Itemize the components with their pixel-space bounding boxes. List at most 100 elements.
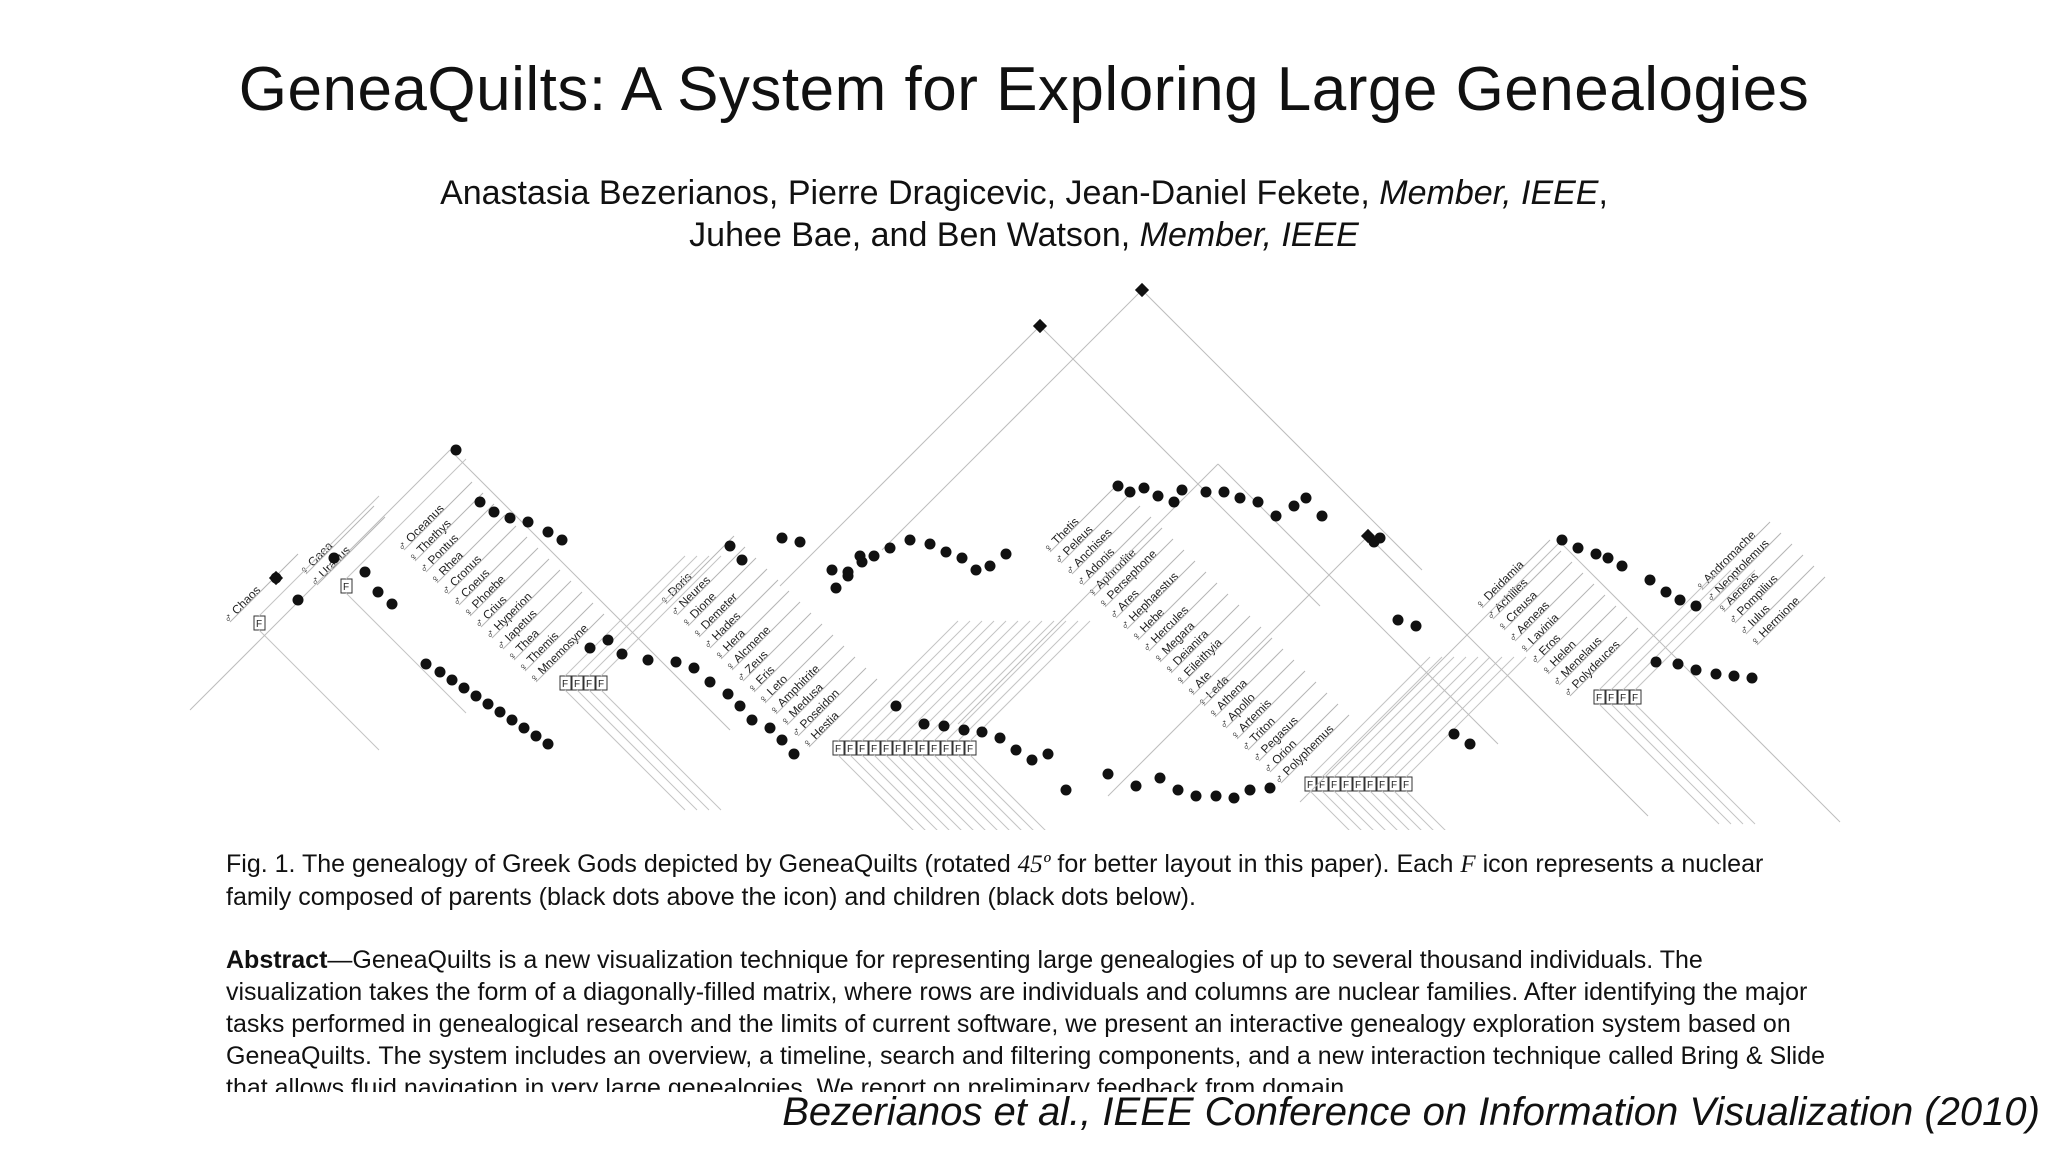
family-member-dot bbox=[722, 688, 734, 700]
envelope-line bbox=[1107, 535, 1369, 797]
family-column-line bbox=[1321, 656, 1443, 778]
family-column-line bbox=[861, 620, 983, 742]
family-icon-label: F bbox=[895, 744, 901, 755]
row-line bbox=[1214, 648, 1284, 718]
row-line bbox=[731, 601, 801, 671]
row-line bbox=[753, 623, 823, 693]
family-member-dot bbox=[1244, 784, 1256, 796]
family-member-dot bbox=[494, 706, 506, 718]
family-column-line bbox=[1345, 656, 1467, 778]
family-column-line bbox=[957, 620, 1079, 742]
family-member-dot bbox=[1746, 672, 1758, 684]
family-icon-label: F bbox=[847, 744, 853, 755]
family-member-dot bbox=[1000, 548, 1012, 560]
row-line bbox=[1734, 554, 1804, 624]
row-line bbox=[1701, 521, 1771, 591]
family-column-line bbox=[969, 620, 1091, 742]
family-member-dot bbox=[1210, 790, 1222, 802]
family-member-dot bbox=[984, 560, 996, 572]
row-line bbox=[491, 569, 561, 639]
family-column-line bbox=[258, 495, 380, 617]
family-column-line bbox=[1622, 569, 1744, 691]
family-column-line bbox=[897, 754, 1019, 876]
family-member-dot bbox=[602, 634, 614, 646]
family-column-line bbox=[1405, 656, 1527, 778]
family-icon-label: F bbox=[1403, 780, 1409, 791]
family-member-dot bbox=[704, 676, 716, 688]
family-member-dot bbox=[518, 722, 530, 734]
row-line bbox=[698, 568, 768, 638]
row-line bbox=[305, 505, 375, 575]
family-member-dot bbox=[584, 642, 596, 654]
row-line bbox=[1104, 538, 1174, 608]
row-line bbox=[1071, 505, 1141, 575]
envelope-line bbox=[1039, 325, 1321, 607]
row-line bbox=[480, 558, 550, 628]
caption-prefix: Fig. 1. The genealogy of Greek Gods depi… bbox=[226, 850, 1018, 878]
family-member-dot bbox=[1200, 486, 1212, 498]
family-column-line bbox=[1634, 703, 1756, 825]
family-icon-label: F bbox=[1379, 780, 1385, 791]
row-line bbox=[1525, 583, 1595, 653]
family-member-dot bbox=[522, 516, 534, 528]
family-member-dot bbox=[1556, 534, 1568, 546]
family-member-dot bbox=[1650, 656, 1662, 668]
family-column-line bbox=[849, 620, 971, 742]
family-member-dot bbox=[1168, 496, 1180, 508]
family-column-line bbox=[1610, 703, 1732, 825]
family-member-dot bbox=[1728, 670, 1740, 682]
family-member-dot bbox=[506, 714, 518, 726]
envelope-line bbox=[779, 325, 1041, 587]
family-member-dot bbox=[1672, 658, 1684, 670]
family-column-line bbox=[1357, 656, 1479, 778]
row-line bbox=[687, 557, 757, 627]
row-line bbox=[436, 514, 506, 584]
row-line bbox=[1536, 594, 1606, 664]
family-member-dot bbox=[556, 534, 568, 546]
family-member-dot bbox=[688, 662, 700, 674]
row-line bbox=[458, 536, 528, 606]
family-member-dot bbox=[1172, 784, 1184, 796]
family-column-line bbox=[1598, 703, 1720, 825]
family-icon-label: F bbox=[1355, 780, 1361, 791]
family-column-line bbox=[897, 620, 1019, 742]
row-line bbox=[1049, 483, 1119, 553]
family-member-dot bbox=[1234, 492, 1246, 504]
family-member-dot bbox=[420, 658, 432, 670]
family-member-dot bbox=[736, 554, 748, 566]
family-member-dot bbox=[1590, 548, 1602, 560]
family-member-dot bbox=[1252, 496, 1264, 508]
family-column-line bbox=[849, 754, 971, 876]
family-column-line bbox=[1610, 569, 1732, 691]
family-column-line bbox=[1381, 656, 1503, 778]
family-column-line bbox=[969, 754, 1091, 876]
family-member-dot bbox=[1102, 768, 1114, 780]
family-member-dot bbox=[386, 598, 398, 610]
citation: Bezerianos et al., IEEE Conference on In… bbox=[782, 1090, 2040, 1134]
family-member-dot bbox=[1448, 728, 1460, 740]
family-member-dot bbox=[1124, 486, 1136, 498]
family-member-dot bbox=[482, 698, 494, 710]
family-column-line bbox=[564, 689, 686, 811]
family-column-line bbox=[1405, 790, 1527, 912]
family-member-dot bbox=[956, 552, 968, 564]
family-column-line bbox=[1634, 569, 1756, 691]
family-icon-label: F bbox=[343, 582, 349, 593]
family-member-dot bbox=[788, 748, 800, 760]
family-member-dot bbox=[1112, 480, 1124, 492]
family-member-dot bbox=[1010, 744, 1022, 756]
family-member-dot bbox=[940, 546, 952, 558]
family-member-dot bbox=[1228, 792, 1240, 804]
family-icon-label: F bbox=[943, 744, 949, 755]
row-line bbox=[1148, 582, 1218, 652]
founder-diamond bbox=[268, 570, 284, 586]
row-line bbox=[786, 656, 856, 726]
family-member-dot bbox=[1130, 780, 1142, 792]
family-column-line bbox=[588, 689, 710, 811]
row-line bbox=[720, 590, 790, 660]
row-line bbox=[665, 535, 735, 605]
family-member-dot bbox=[938, 720, 950, 732]
family-member-dot bbox=[474, 496, 486, 508]
family-column-line bbox=[885, 754, 1007, 876]
row-line bbox=[1547, 605, 1617, 675]
